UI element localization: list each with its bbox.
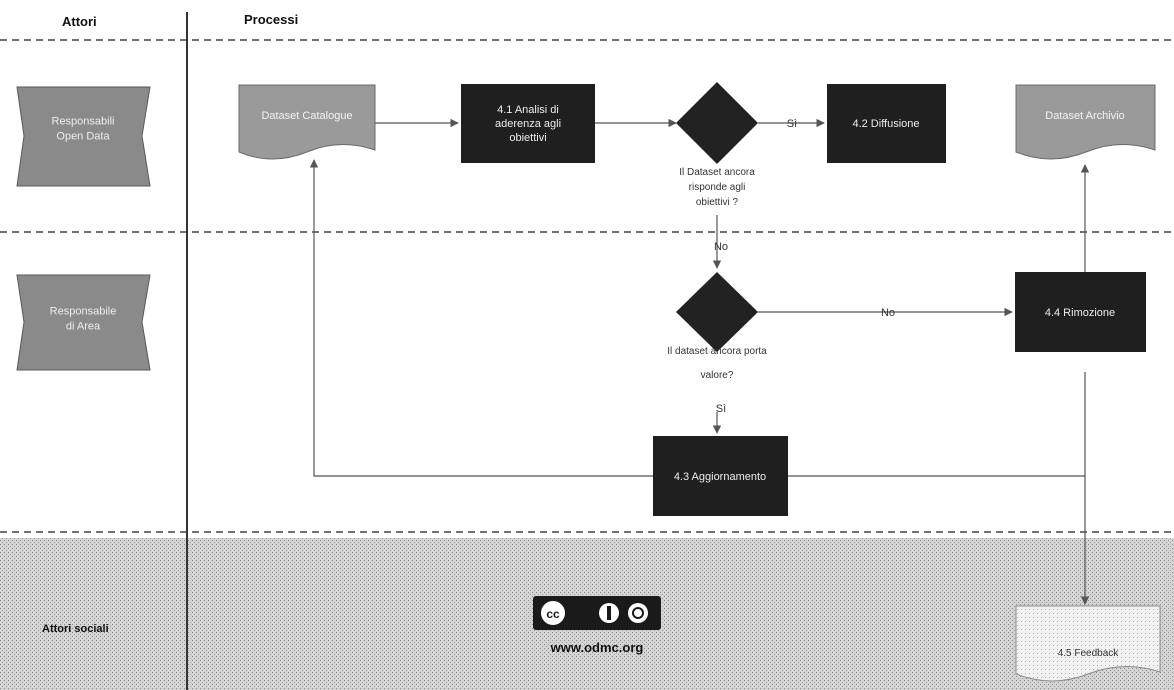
node-dataset-archivio: Dataset Archivio (1015, 84, 1156, 160)
edge-label-no-1: No (714, 241, 728, 253)
header-actors: Attori (62, 14, 97, 29)
edge-label-yes-1: Sì (787, 118, 797, 130)
license-badge: cc (533, 596, 661, 630)
decision-1 (676, 82, 758, 164)
node-dataset-catalogue: Dataset Catalogue (238, 84, 376, 160)
decision-2 (676, 272, 758, 352)
cc-icon-text: cc (546, 607, 560, 621)
node-4-5: 4.5 Feedback (1015, 605, 1161, 682)
node-dataset-catalogue-label: Dataset Catalogue (261, 110, 352, 122)
nd-icon (628, 603, 648, 623)
edge-label-yes-2: Sì (716, 403, 726, 415)
license-website: www.odmc.org (550, 640, 644, 655)
node-dataset-archivio-label: Dataset Archivio (1045, 110, 1124, 122)
header-processes: Processi (244, 12, 298, 27)
edge-4-3-to-catalogue (309, 159, 653, 477)
node-4-3: 4.3 Aggiornamento (653, 436, 788, 516)
node-4-2-label: 4.2 Diffusione (852, 118, 919, 130)
node-4-4-label: 4.4 Rimozione (1045, 307, 1115, 319)
edge-label-no-2: No (881, 307, 895, 319)
node-4-2: 4.2 Diffusione (827, 84, 946, 163)
cc-icon (539, 599, 567, 627)
actor-social-label: Attori sociali (42, 623, 109, 635)
node-4-3-label: 4.3 Aggiornamento (674, 471, 766, 483)
node-4-4: 4.4 Rimozione (1015, 272, 1146, 352)
node-4-5-label: 4.5 Feedback (1058, 648, 1120, 659)
